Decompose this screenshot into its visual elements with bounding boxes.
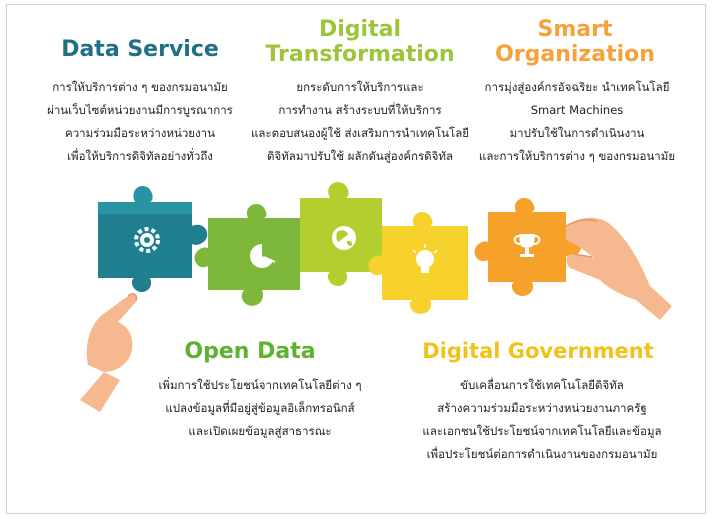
digital-transformation-line: ดิจิทัลมาปรับใช้ ผลักดันสู่องค์กรดิจิทัล (266, 149, 453, 163)
open-data-title: Open Data (184, 339, 316, 364)
data-service-line: การให้บริการต่าง ๆ ของกรมอนามัย (52, 80, 228, 94)
data-service-description: การให้บริการต่าง ๆ ของกรมอนามัย ผ่านเว็บ… (15, 76, 265, 168)
lightbulb-icon (412, 244, 438, 273)
digital-transformation-line: และตอบสนองผู้ใช้ ส่งเสริมการนำเทคโนโลยี (251, 126, 469, 140)
digital-transformation-title-line2: Transformation (265, 41, 455, 67)
digital-transformation-title-line1: Digital (319, 17, 401, 42)
data-service-line: ผ่านเว็บไซต์หน่วยงานมีการบูรณาการ (47, 103, 233, 117)
digital-government-line: และเอกชนใช้ประโยชน์จากเทคโนโลยีและข้อมูล (422, 424, 662, 438)
open-data-description: เพิ่มการใช้ประโยชน์จากเทคโนโลยีต่าง ๆ แป… (135, 374, 385, 443)
digital-government-line: เพื่อประโยชน์ต่อการดำเนินงานของกรมอนามัย (426, 447, 658, 461)
digital-transformation-description: ยกระดับการให้บริการและ การทำงาน สร้างระบ… (240, 76, 480, 168)
smart-organization-title-line2: Organization (495, 41, 655, 67)
open-data-line: และเปิดเผยข้อมูลสู่สาธารณะ (188, 424, 332, 438)
digital-transformation-line: ยกระดับการให้บริการและ (296, 80, 424, 94)
digital-transformation-title: Digital Transformation (255, 17, 465, 67)
data-service-line: เพื่อให้บริการดิจิทัลอย่างทั่วถึง (67, 149, 213, 163)
pie-chart-icon (250, 243, 276, 268)
digital-government-line: ขับเคลื่อนการใช้เทคโนโลยีดิจิทัล (460, 378, 624, 392)
open-data-line: เพิ่มการใช้ประโยชน์จากเทคโนโลยีต่าง ๆ (158, 378, 362, 392)
smart-organization-line: การมุ่งสู่องค์กรอัจฉริยะ นำเทคโนโลยี (484, 80, 670, 94)
smart-organization-title-line1: Smart (537, 17, 613, 42)
green-puzzle-piece (194, 204, 300, 306)
data-service-line: ความร่วมมือระหว่างหน่วยงาน (65, 126, 215, 140)
left-hand-illustration (80, 293, 138, 412)
right-hand-illustration (565, 217, 672, 320)
open-data-line: แปลงข้อมูลที่มีอยู่สู่ข้อมูลอิเล็กทรอนิก… (165, 401, 355, 415)
smart-organization-line: มาปรับใช้ในการดำเนินงาน (509, 126, 645, 140)
data-service-title: Data Service (61, 37, 219, 62)
smart-organization-line: และการให้บริการต่าง ๆ ของกรมอนามัย (478, 149, 676, 163)
digital-transformation-line: การทำงาน สร้างระบบที่ให้บริการ (278, 103, 442, 117)
gear-icon (134, 227, 160, 253)
globe-icon (332, 226, 356, 250)
smart-organization-description: การมุ่งสู่องค์กรอัจฉริยะ นำเทคโนโลยี Sma… (462, 76, 692, 168)
trophy-icon (513, 234, 541, 257)
digital-government-description: ขับเคลื่อนการใช้เทคโนโลยีดิจิทัล สร้างคว… (402, 374, 682, 466)
digital-government-line: สร้างความร่วมมือระหว่างหน่วยงานภาครัฐ (437, 401, 647, 415)
smart-organization-line: Smart Machines (530, 103, 624, 117)
digital-government-title: Digital Government (422, 339, 654, 363)
smart-organization-title: Smart Organization (470, 17, 680, 67)
